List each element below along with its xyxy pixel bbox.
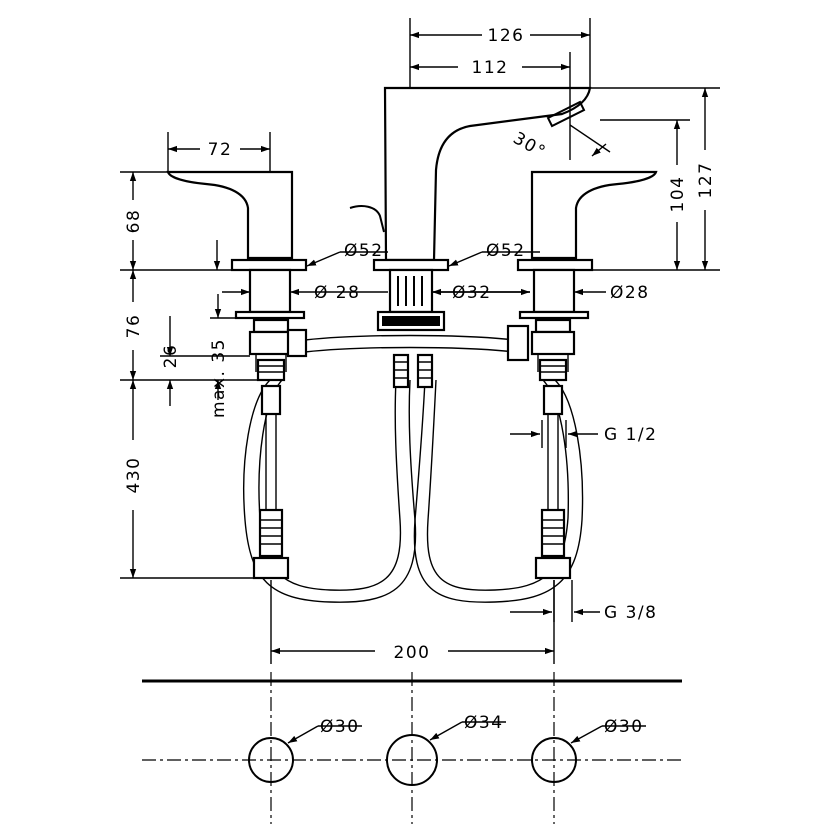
- dia32-label: Ø32: [452, 283, 492, 303]
- hole-center: [386, 734, 438, 786]
- hole-right-label: Ø30: [604, 717, 644, 737]
- g12-label: G 1/2: [604, 425, 657, 445]
- right-escutcheon: [516, 258, 594, 272]
- dim-126-label: 126: [488, 26, 525, 46]
- dim-127-label: 127: [696, 162, 716, 199]
- dim-30deg-label: 30°: [510, 128, 550, 163]
- g38-label: G 3/8: [604, 603, 657, 623]
- hole-right: [531, 737, 577, 783]
- hole-left: [248, 737, 294, 783]
- dia28-left-label: Ø 28: [314, 283, 360, 303]
- left-handle-valve: [166, 170, 308, 580]
- dim-76-label: 76: [124, 314, 144, 339]
- countertop-plan: Ø30 Ø34 Ø30: [142, 672, 682, 824]
- spout-escutcheon: [372, 258, 450, 272]
- dia52-left-label: Ø52: [344, 241, 384, 261]
- dim-112-label: 112: [472, 58, 509, 78]
- dim-430-label: 430: [124, 457, 144, 494]
- hole-left-label: Ø30: [320, 717, 360, 737]
- right-bottom-nut: [534, 556, 572, 580]
- dia28-right-label: Ø28: [610, 283, 650, 303]
- dim-max35-label: max. 35: [209, 338, 229, 418]
- spout: [349, 86, 592, 389]
- dim-200-label: 200: [394, 643, 431, 663]
- top-dimensions: 126 112 72 30° 104 127: [167, 18, 720, 271]
- dim-68-label: 68: [124, 209, 144, 234]
- left-escutcheon: [230, 258, 308, 272]
- spacing-dimension: 200: [270, 580, 555, 664]
- dim-26-label: 26: [161, 344, 181, 369]
- dim-72-label: 72: [208, 140, 233, 160]
- hole-center-label: Ø34: [464, 713, 504, 733]
- dim-104-label: 104: [668, 176, 688, 213]
- hoses: [243, 334, 584, 603]
- left-bottom-nut: [252, 556, 290, 580]
- dia52-center-label: Ø52: [486, 241, 526, 261]
- left-dimensions: 68 76 430 26 max. 35: [120, 171, 306, 579]
- diameter-callouts: Ø52 Ø52 Ø 28 Ø32 Ø28 G 1/2 G 3/8: [222, 241, 657, 623]
